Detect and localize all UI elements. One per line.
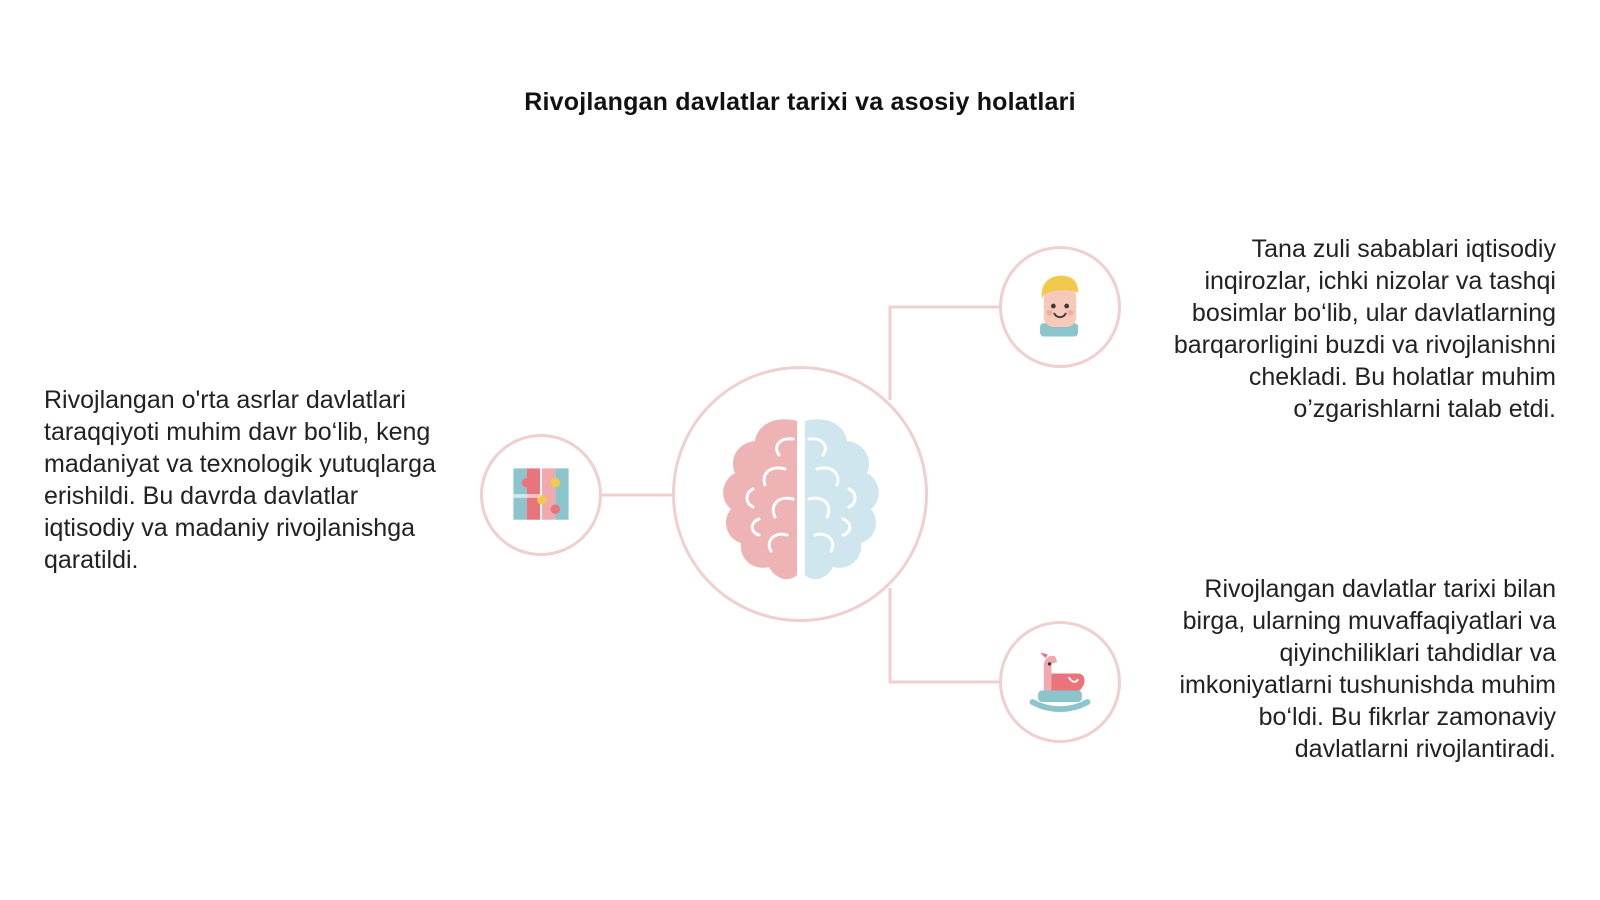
center-node <box>672 366 928 622</box>
puzzle-icon <box>513 468 569 520</box>
child-face-icon <box>1040 275 1079 337</box>
top-right-description: Tana zuli sabablari iqtisodiy inqirozlar… <box>1173 235 1556 423</box>
brain-icon <box>723 419 879 580</box>
connector-bottom <box>888 588 999 684</box>
page-title: Rivojlangan davlatlar tarixi va asosiy h… <box>524 88 1076 116</box>
bottom-right-node <box>999 621 1121 743</box>
bottom-right-description: Rivojlangan davlatlar tarixi bilan birga… <box>1179 575 1556 763</box>
left-description: Rivojlangan o'rta asrlar davlatlari tara… <box>44 386 436 574</box>
connector-top <box>888 305 999 400</box>
rocking-horse-icon <box>1029 652 1091 712</box>
top-right-node <box>999 246 1121 368</box>
left-node <box>480 434 602 556</box>
